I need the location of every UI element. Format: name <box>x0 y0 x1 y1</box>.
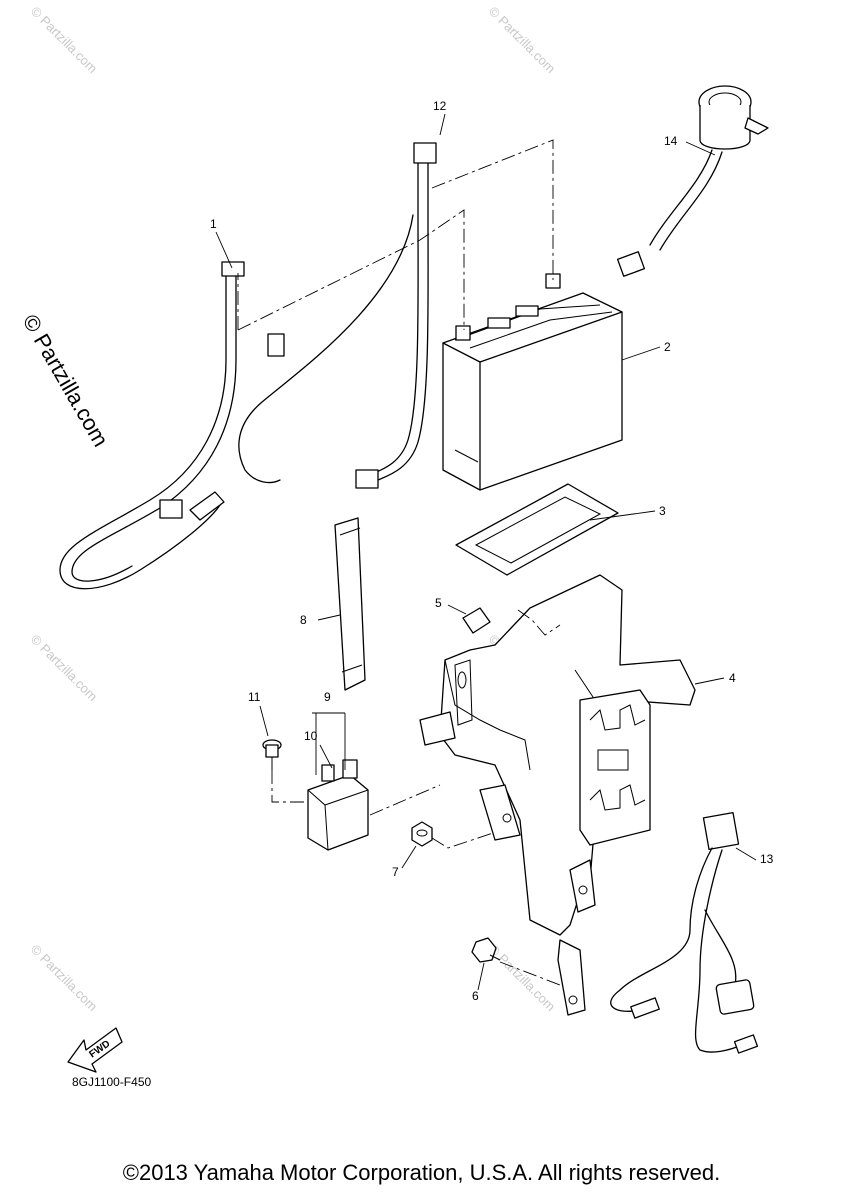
watermark-tile: © Partzilla.com <box>486 942 559 1015</box>
battery <box>442 273 623 491</box>
battery-positive-lead <box>238 142 437 489</box>
watermark-tile: © Partzilla.com <box>28 632 101 705</box>
watermark-tile: © Partzilla.com <box>28 4 101 77</box>
callout-1: 1 <box>210 217 217 231</box>
diagram-code: 8GJ1100-F450 <box>72 1075 151 1089</box>
battery-negative-lead <box>59 261 245 590</box>
callout-14: 14 <box>664 134 678 148</box>
sub-wire-harness <box>610 811 759 1054</box>
starter-relay <box>307 759 369 851</box>
fwd-arrow-icon: FWD <box>67 1027 123 1073</box>
callout-3: 3 <box>659 504 666 518</box>
callout-11: 11 <box>248 690 261 704</box>
battery-box-bracket <box>419 574 696 1016</box>
callouts: 1 2 3 4 5 6 7 8 9 10 11 12 13 14 <box>210 99 774 1003</box>
accessory-socket <box>616 85 769 277</box>
copyright-notice: ©2013 Yamaha Motor Corporation, U.S.A. A… <box>122 1160 721 1185</box>
watermark-tile: © Partzilla.com <box>486 4 559 77</box>
callout-10: 10 <box>304 729 318 743</box>
callout-6: 6 <box>472 989 479 1003</box>
side-watermark: © Partzilla.com <box>18 310 114 451</box>
callout-12: 12 <box>433 99 447 113</box>
bolt-6 <box>471 937 501 963</box>
callout-13: 13 <box>760 852 774 866</box>
leader-lines <box>215 113 757 991</box>
battery-pad <box>455 483 619 576</box>
callout-2: 2 <box>664 340 671 354</box>
watermark-tile: © Partzilla.com <box>28 942 101 1015</box>
damper <box>462 607 491 634</box>
assembly-lines <box>237 139 561 986</box>
bolt-11 <box>262 739 282 770</box>
callout-5: 5 <box>435 596 442 610</box>
watermark-tiles: © Partzilla.com © Partzilla.com © Partzi… <box>28 4 559 1015</box>
callout-7: 7 <box>392 865 399 879</box>
callout-9: 9 <box>324 690 331 704</box>
nut-7 <box>411 821 433 847</box>
callout-4: 4 <box>729 671 736 685</box>
callout-8: 8 <box>300 613 307 627</box>
battery-band <box>334 517 366 691</box>
